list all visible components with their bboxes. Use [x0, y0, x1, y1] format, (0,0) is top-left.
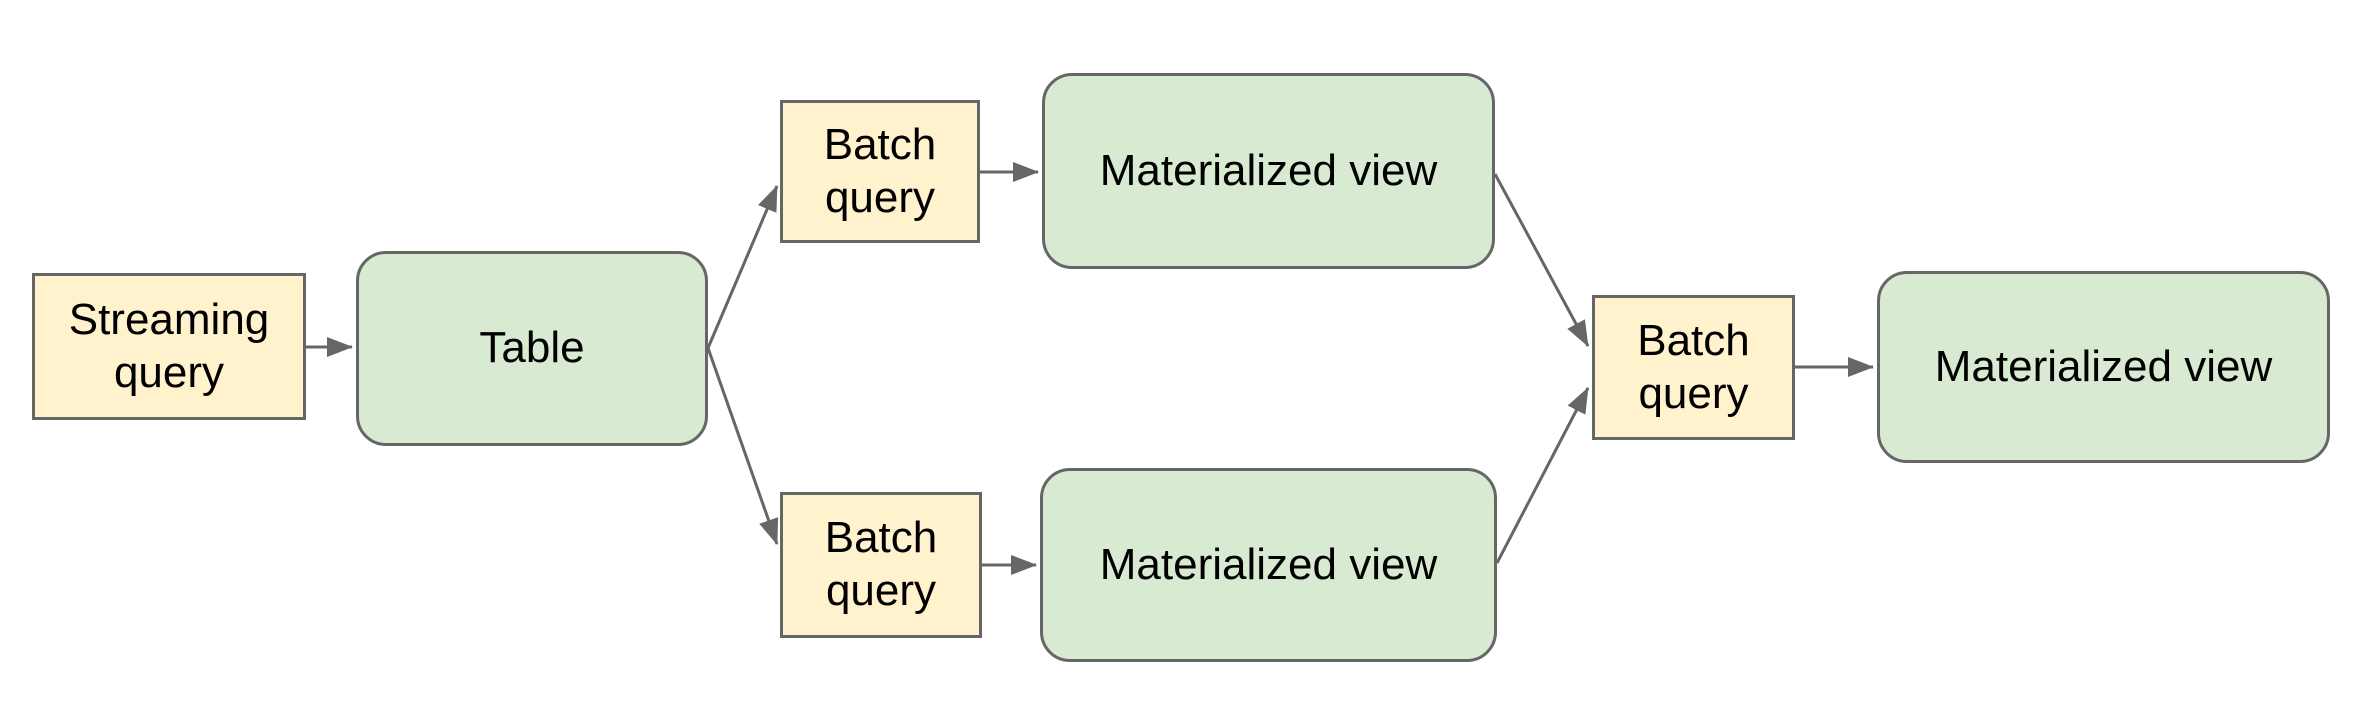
node-batch-query-bottom: Batch query [780, 492, 982, 638]
node-materialized-view-top: Materialized view [1042, 73, 1495, 269]
node-batch-query-top-label: Batch query [823, 119, 937, 222]
node-materialized-view-bottom: Materialized view [1040, 468, 1497, 662]
edge-materialized-view-bottom-to-batch-query-right [1495, 387, 1590, 564]
node-batch-query-bottom-label: Batch query [824, 513, 938, 615]
node-streaming-query: Streaming query [32, 273, 306, 420]
node-table: Table [356, 251, 708, 446]
node-batch-query-right: Batch query [1592, 295, 1795, 440]
node-batch-query-top: Batch query [780, 100, 980, 243]
edge-table-to-batch-query-top [706, 185, 779, 349]
edge-table-to-batch-query-bottom [706, 347, 779, 545]
node-materialized-view-final-label: Materialized view [1934, 341, 2273, 391]
node-table-label: Table [479, 323, 585, 373]
node-batch-query-right-label: Batch query [1637, 315, 1750, 418]
node-streaming-query-label: Streaming query [68, 294, 270, 397]
edge-materialized-view-top-to-batch-query-right [1493, 173, 1590, 347]
node-materialized-view-bottom-label: Materialized view [1099, 539, 1438, 589]
node-materialized-view-top-label: Materialized view [1099, 145, 1438, 195]
node-materialized-view-final: Materialized view [1877, 271, 2330, 463]
